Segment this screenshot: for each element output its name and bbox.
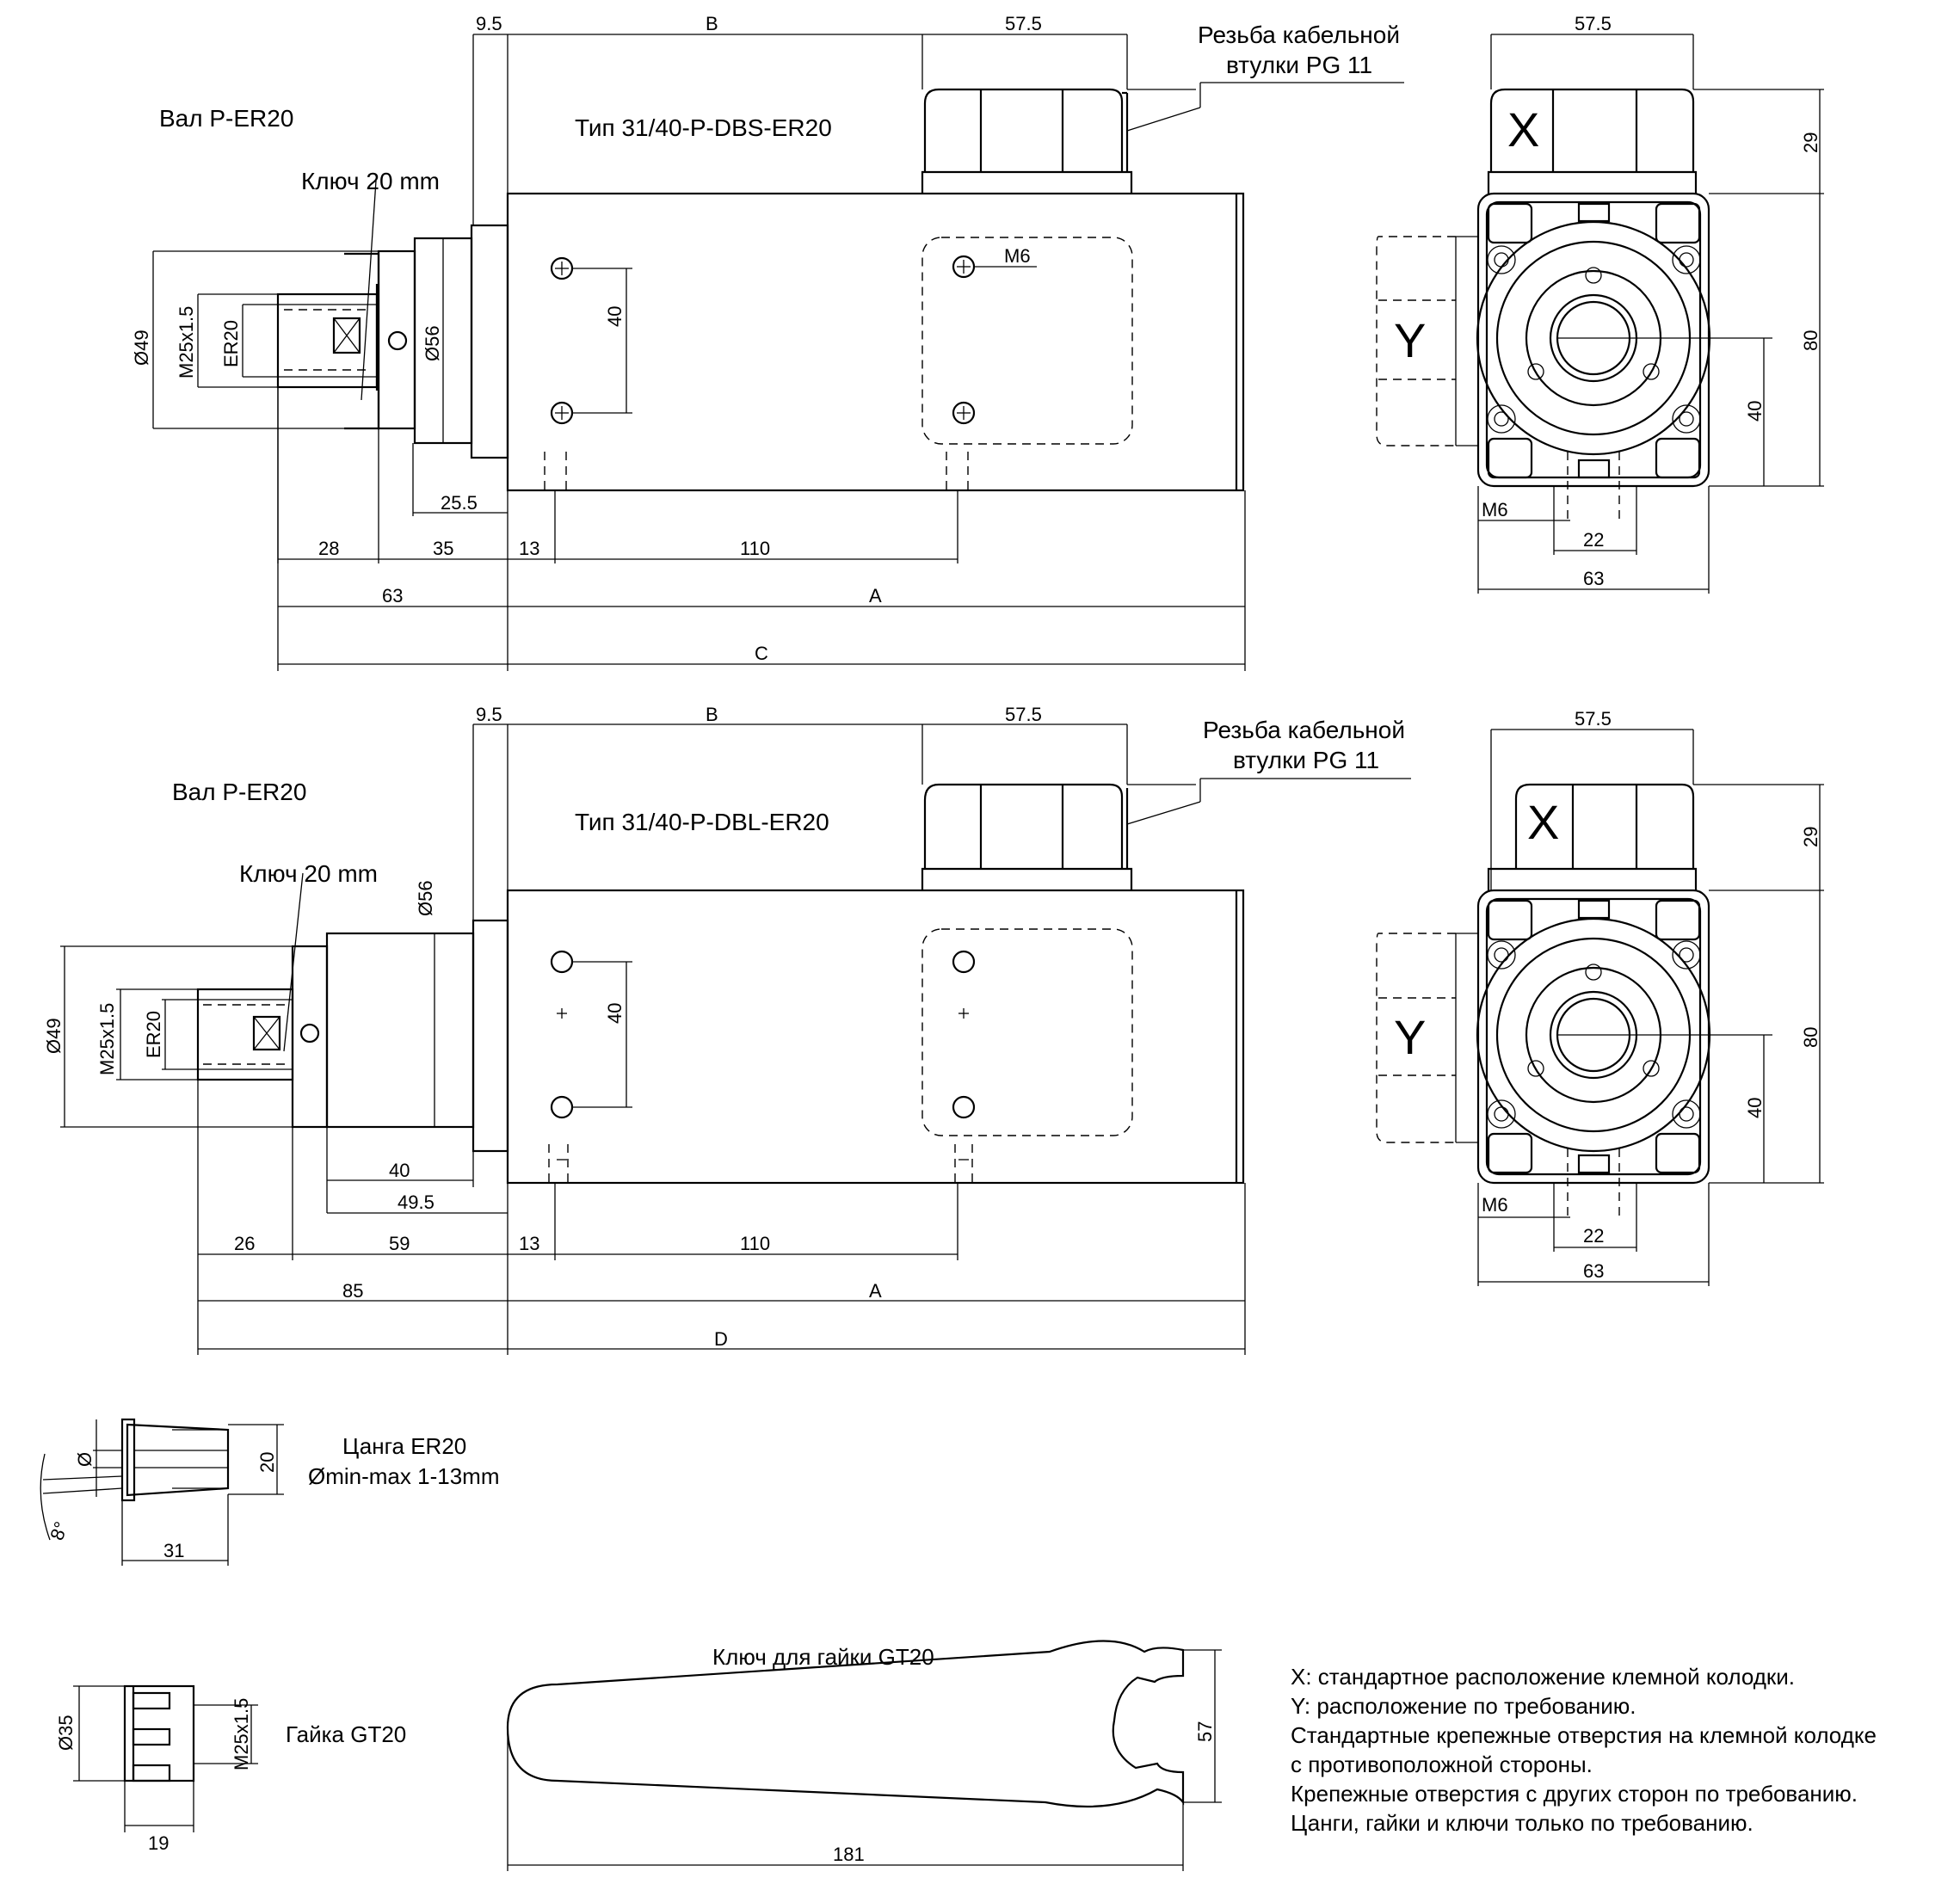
top-y-marker: Y	[1394, 313, 1426, 367]
note-line-6: Цанги, гайки и ключи только по требовани…	[1291, 1810, 1754, 1836]
bottom-end-dim-40: 40	[1744, 1098, 1766, 1118]
bottom-end-dim-22: 22	[1583, 1225, 1604, 1247]
collet-name: Цанга ER20	[342, 1433, 466, 1459]
top-dim-95: 9.5	[476, 13, 502, 34]
collet-dim-31: 31	[163, 1540, 184, 1561]
collet-dim-20: 20	[256, 1452, 278, 1473]
bottom-dim-40h: 40	[389, 1160, 410, 1181]
bottom-side-view	[60, 723, 1411, 1355]
bottom-end-dim-63: 63	[1583, 1260, 1604, 1282]
nut-dim-m25: M25x1.5	[231, 1698, 252, 1770]
bottom-dim-13: 13	[519, 1233, 539, 1254]
bottom-cable-label-2: втулки PG 11	[1233, 747, 1379, 773]
nut-dim-d35: Ø35	[55, 1715, 77, 1751]
bottom-dim-85: 85	[342, 1280, 363, 1302]
top-dim-40: 40	[604, 306, 626, 327]
bottom-dim-m25: M25x1.5	[96, 1003, 118, 1075]
top-end-view	[1376, 34, 1824, 594]
bottom-y-marker: Y	[1394, 1010, 1426, 1064]
bottom-dim-d49: Ø49	[43, 1018, 65, 1054]
top-end-dim-22: 22	[1583, 529, 1604, 551]
top-end-dim-575: 57.5	[1575, 13, 1612, 34]
top-title: Тип 31/40-P-DBS-ER20	[575, 114, 832, 141]
nut-dim-19: 19	[148, 1832, 169, 1854]
bottom-end-view	[1376, 729, 1824, 1286]
wrench-dim-181: 181	[833, 1844, 865, 1865]
bottom-key-label: Ключ 20 mm	[239, 860, 378, 887]
top-end-dim-29: 29	[1800, 132, 1821, 153]
bottom-dim-495: 49.5	[398, 1191, 435, 1213]
nut-name: Гайка GT20	[286, 1721, 406, 1747]
top-dim-110: 110	[740, 538, 770, 559]
bottom-end-dim-80: 80	[1800, 1027, 1821, 1048]
top-dim-a: A	[869, 585, 882, 606]
top-key-label: Ключ 20 mm	[301, 168, 440, 194]
top-dim-63: 63	[382, 585, 403, 606]
top-dim-c: C	[755, 643, 768, 664]
top-side-view	[152, 34, 1404, 671]
note-line-4: с противоположной стороны.	[1291, 1752, 1593, 1777]
note-line-1: X: стандартное расположение клемной коло…	[1291, 1664, 1795, 1690]
top-dim-255: 25.5	[441, 492, 478, 514]
top-x-marker: X	[1507, 102, 1539, 157]
top-dim-13: 13	[519, 538, 539, 559]
nut-drawing	[73, 1684, 258, 1832]
bottom-x-marker: X	[1527, 795, 1559, 849]
top-dim-b: B	[706, 13, 718, 34]
bottom-cable-label-1: Резьба кабельной	[1203, 717, 1405, 743]
top-shaft-label: Вал P-ER20	[159, 105, 293, 132]
bottom-dim-d: D	[714, 1328, 728, 1350]
top-dim-d49: Ø49	[131, 329, 152, 366]
note-line-3: Стандартные крепежные отверстия на клемн…	[1291, 1722, 1877, 1748]
top-end-dim-m6: M6	[1482, 499, 1508, 520]
top-dim-m6: M6	[1004, 245, 1031, 267]
top-dim-575: 57.5	[1005, 13, 1042, 34]
wrench-name: Ключ для гайки GT20	[712, 1644, 934, 1670]
bottom-dim-a: A	[869, 1280, 882, 1302]
top-end-dim-63: 63	[1583, 568, 1604, 589]
top-dim-er20: ER20	[220, 320, 242, 367]
bottom-title: Тип 31/40-P-DBL-ER20	[575, 809, 829, 835]
bottom-dim-40v: 40	[604, 1003, 626, 1024]
bottom-dim-b: B	[706, 704, 718, 725]
note-line-5: Крепежные отверстия с других сторон по т…	[1291, 1781, 1858, 1807]
collet-range: Ømin-max 1-13mm	[308, 1463, 499, 1489]
top-dim-d56: Ø56	[422, 325, 443, 361]
bottom-dim-26: 26	[234, 1233, 255, 1254]
top-end-dim-80: 80	[1800, 330, 1821, 351]
bottom-dim-59: 59	[389, 1233, 410, 1254]
collet-dim-dia: Ø	[74, 1452, 96, 1467]
bottom-dim-d56: Ø56	[415, 880, 436, 916]
top-dim-m25: M25x1.5	[176, 306, 197, 379]
bottom-end-dim-575: 57.5	[1575, 708, 1612, 730]
top-end-dim-40: 40	[1744, 401, 1766, 422]
bottom-shaft-label: Вал P-ER20	[172, 779, 306, 805]
top-dim-28: 28	[318, 538, 339, 559]
top-cable-label-1: Резьба кабельной	[1198, 22, 1400, 48]
bottom-end-dim-29: 29	[1800, 827, 1821, 847]
wrench-dim-57: 57	[1194, 1721, 1216, 1742]
top-cable-label-2: втулки PG 11	[1226, 52, 1372, 78]
bottom-dim-er20: ER20	[143, 1011, 164, 1058]
note-line-2: Y: расположение по требованию.	[1291, 1693, 1636, 1719]
wrench-drawing	[506, 1640, 1222, 1871]
collet-drawing	[40, 1418, 284, 1566]
top-dim-35: 35	[433, 538, 453, 559]
bottom-end-dim-m6: M6	[1482, 1194, 1508, 1216]
bottom-dim-575: 57.5	[1005, 704, 1042, 725]
bottom-dim-95: 9.5	[476, 704, 502, 725]
bottom-dim-110: 110	[740, 1233, 770, 1254]
